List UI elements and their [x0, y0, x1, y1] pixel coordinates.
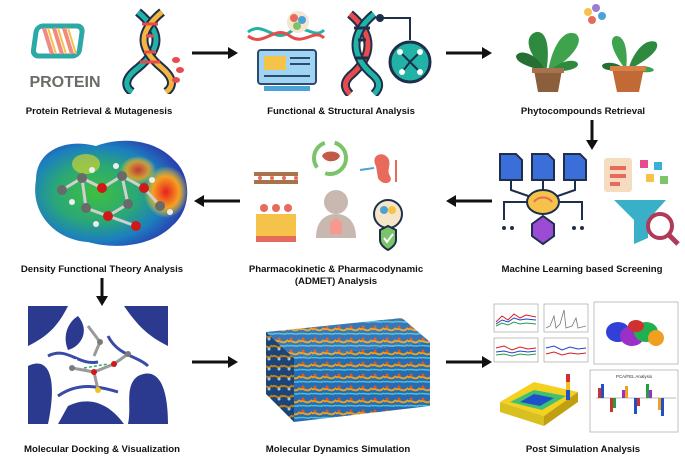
fel-surface-plot [494, 370, 584, 432]
rmsd-plot [493, 303, 539, 333]
label-molecular-docking: Molecular Docking & Visualization [23, 444, 181, 455]
label-protein-retrieval: Protein Retrieval & Mutagenesis [25, 106, 173, 117]
funnel-search-icon [604, 158, 680, 246]
label-post-simulation: Post Simulation Analysis [525, 444, 641, 455]
label-phytocompounds: Phytocompounds Retrieval [520, 106, 646, 117]
arrow-docking-to-md [192, 356, 238, 368]
plots-icon: PCA/FEL Analysis [493, 301, 679, 433]
plant-icon [516, 4, 658, 92]
arrow-protein-to-functional [192, 47, 238, 59]
arrow-phyto-to-ml [586, 120, 598, 150]
energy-bar-plot: PCA/FEL Analysis [589, 369, 679, 433]
arrow-admet-to-dft [194, 195, 240, 207]
label-functional-analysis: Functional & Structural Analysis [267, 106, 415, 117]
arrow-dft-to-docking [96, 278, 108, 306]
bar-plot-title: PCA/FEL Analysis [616, 374, 653, 379]
residue-label-2: ALA41 [56, 359, 78, 366]
docking-structure-icon: ALS573 ALA41 A141 [28, 306, 168, 424]
rg-plot [493, 337, 539, 363]
residue-label-3: A141 [120, 367, 137, 374]
dna-icon [122, 8, 184, 94]
rmsf-plot [543, 303, 589, 333]
arrow-functional-to-phyto [446, 47, 492, 59]
arrow-md-to-post [446, 356, 492, 368]
residue-label-1: ALS573 [140, 353, 166, 360]
arrow-ml-to-admet [446, 195, 492, 207]
label-admet-analysis: Pharmacokinetic & Pharmacodynamic (ADMET… [248, 264, 424, 287]
document-analysis-icon [247, 11, 326, 91]
pharmacology-icon [254, 140, 403, 252]
pca-scatter-plot [593, 301, 679, 365]
protein-icon: PROTEIN [29, 23, 101, 91]
label-dft-analysis: Density Functional Theory Analysis [20, 264, 184, 275]
label-ml-screening: Machine Learning based Screening [501, 264, 663, 275]
sasa-plot [543, 337, 589, 363]
md-box-icon [266, 318, 430, 422]
label-md-simulation: Molecular Dynamics Simulation [265, 444, 411, 455]
ml-brain-icon [499, 153, 587, 246]
molecule-surface-icon [35, 140, 188, 246]
protein-icon-text: PROTEIN [29, 74, 100, 91]
dna-network-icon [340, 10, 432, 96]
